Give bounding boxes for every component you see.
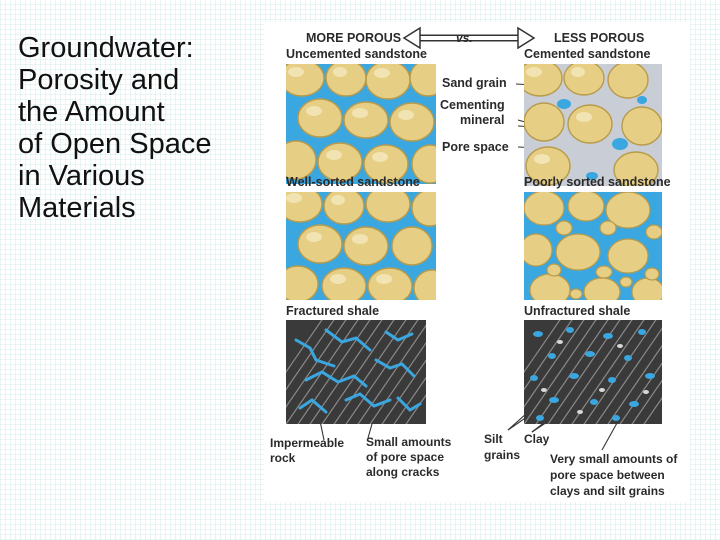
title-line: Groundwater: (18, 32, 194, 64)
title-line: Materials (18, 192, 136, 224)
vs-label: vs. (456, 31, 473, 45)
silt-grains-label-2: grains (484, 448, 521, 462)
less-porous-label: LESS POROUS (554, 31, 645, 45)
small-amounts-label-3: along cracks (366, 465, 440, 479)
slide-title: Groundwater: Porosity and the Amount of … (18, 32, 268, 224)
sand-grain-label: Sand grain (442, 76, 507, 90)
fractured-shale-panel (286, 320, 426, 424)
cementing-mineral-label-1: Cementing (440, 98, 505, 112)
well-sorted-sandstone-panel (286, 192, 436, 300)
poorly-sorted-sandstone-panel (524, 192, 662, 300)
poorly-sorted-sandstone-label: Poorly sorted sandstone (524, 175, 671, 189)
uncemented-sandstone-label: Uncemented sandstone (286, 47, 428, 61)
very-small-amounts-label-3: clays and silt grains (550, 484, 665, 498)
clay-label: Clay (524, 432, 550, 446)
uncemented-sandstone-panel (286, 64, 436, 184)
impermeable-rock-label-2: rock (270, 451, 296, 465)
cementing-mineral-label-2: mineral (460, 113, 505, 127)
porosity-figure: MORE POROUS vs. LESS POROUS Uncemented s… (264, 22, 690, 502)
cemented-sandstone-panel (524, 64, 662, 186)
very-small-amounts-label-2: pore space between (550, 468, 665, 482)
title-line: in Various (18, 160, 145, 192)
very-small-amounts-label-1: Very small amounts of (550, 452, 678, 466)
small-amounts-label-2: of pore space (366, 450, 445, 464)
small-amounts-label-1: Small amounts (366, 435, 452, 449)
cemented-sandstone-label: Cemented sandstone (524, 47, 651, 61)
title-line: Porosity and (18, 64, 180, 96)
unfractured-shale-panel (524, 320, 662, 424)
pore-space-label: Pore space (442, 140, 509, 154)
unfractured-shale-label: Unfractured shale (524, 304, 631, 318)
title-line: of Open Space (18, 128, 212, 160)
well-sorted-sandstone-label: Well-sorted sandstone (286, 175, 420, 189)
fractured-shale-label: Fractured shale (286, 304, 380, 318)
impermeable-rock-label-1: Impermeable (270, 436, 345, 450)
title-line: the Amount (18, 96, 165, 128)
more-porous-label: MORE POROUS (306, 31, 402, 45)
silt-grains-label-1: Silt (484, 432, 503, 446)
